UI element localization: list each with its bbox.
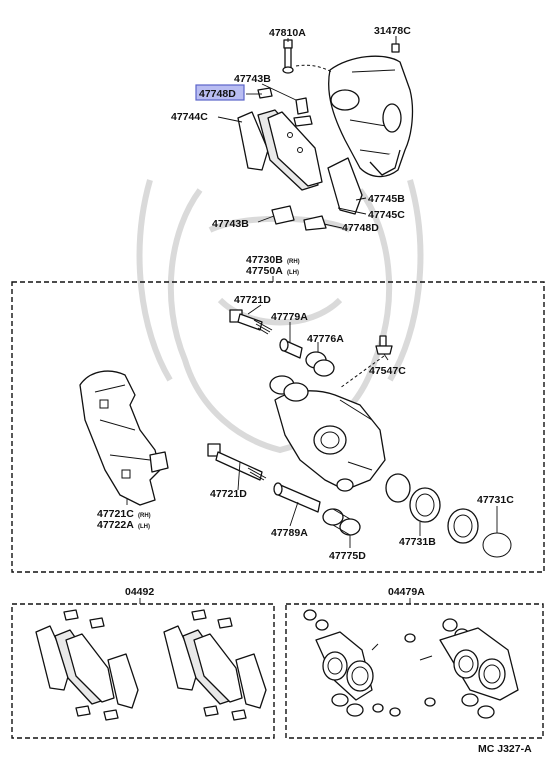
label-47547C: 47547C: [369, 365, 406, 377]
label-47722A-side: (LH): [138, 524, 150, 530]
torque-plate: [79, 370, 169, 506]
label-47721C-side: (RH): [138, 513, 151, 519]
caliper-top: [328, 55, 414, 178]
label-47779A: 47779A: [271, 311, 308, 323]
shim-clips-top: [257, 87, 313, 127]
label-47750A-side: (LH): [287, 270, 299, 276]
slide-bolt-lower: [207, 443, 267, 481]
label-47721D-bottom: 47721D: [210, 488, 247, 500]
caliper-assembly-section: 47730B (RH) 47750A (LH): [11, 254, 545, 573]
label-47743B-bottom: 47743B: [212, 218, 249, 230]
kit-04492: 04492: [11, 586, 275, 739]
watermark-emblem: [136, 179, 424, 454]
label-47731B: 47731B: [399, 536, 436, 548]
kit-04479A-box: [285, 603, 544, 739]
label-31478C: 31478C: [374, 25, 411, 37]
label-47730B-side: (RH): [287, 259, 300, 265]
bleeder-31478C: [391, 36, 400, 53]
caliper-body: [269, 375, 386, 492]
label-47721C: 47721C: [97, 508, 134, 520]
slide-bolt-upper: [229, 309, 273, 335]
sleeve-47776A: [305, 351, 335, 377]
label-47745B: 47745B: [368, 193, 405, 205]
label-47731C: 47731C: [477, 494, 514, 506]
boot-47779A: [279, 338, 303, 359]
pin-bolt-47810A: [282, 39, 333, 74]
piston-47731B: [385, 473, 441, 523]
label-47748D-top: 47748D: [199, 88, 236, 100]
highlight-47748D: [195, 84, 245, 101]
sleeve-47775D: [322, 508, 361, 536]
assembly-box: [11, 281, 545, 573]
label-47789A: 47789A: [271, 527, 308, 539]
shim-clips-bottom: [271, 205, 327, 231]
label-04492: 04492: [125, 586, 154, 598]
label-47750A: 47750A: [246, 265, 283, 277]
top-pad-section: 47810A 31478C 47743B 47748D 47744C 47745…: [171, 25, 414, 234]
boot-47789A: [273, 482, 321, 513]
ring-47731C: [482, 532, 512, 558]
piston-seal: [447, 508, 479, 544]
bleeder-47547C: [375, 335, 393, 355]
label-47721D-top: 47721D: [234, 294, 271, 306]
label-47722A: 47722A: [97, 519, 134, 531]
label-04479A: 04479A: [388, 586, 425, 598]
label-47743B-top: 47743B: [234, 73, 271, 85]
kit-04479A: 04479A: [285, 586, 544, 739]
label-47730B: 47730B: [246, 254, 283, 266]
brake-pads-top: [237, 109, 363, 215]
label-47810A: 47810A: [269, 27, 306, 39]
label-47748D-bottom: 47748D: [342, 222, 379, 234]
diagram-id: MC J327-A: [478, 743, 532, 755]
label-47744C: 47744C: [171, 111, 208, 123]
label-47776A: 47776A: [307, 333, 344, 345]
label-47775D: 47775D: [329, 550, 366, 562]
label-47745C: 47745C: [368, 209, 405, 221]
kit-04492-box: [11, 603, 275, 739]
